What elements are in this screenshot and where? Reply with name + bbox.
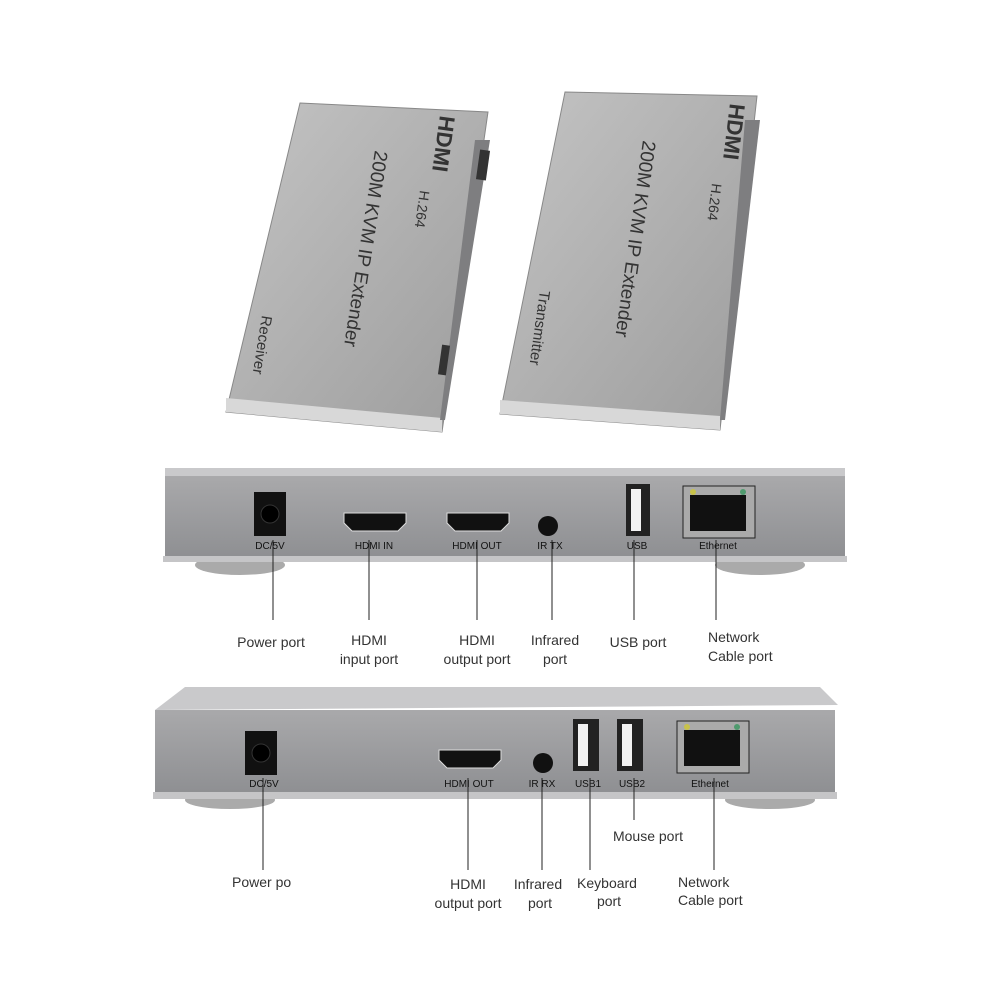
callout-usb: USB port — [610, 634, 667, 650]
usb1-port — [578, 724, 588, 766]
callout-hdmi-out: output port — [444, 651, 511, 667]
callout-power: Power po — [232, 874, 291, 890]
callout-network: Network — [678, 874, 730, 890]
callout-keyboard: Keyboard — [577, 875, 637, 891]
ir-jack — [533, 753, 553, 773]
ir-jack — [538, 516, 558, 536]
port-label: HDMI OUT — [444, 779, 493, 790]
callout-infrared: port — [528, 895, 552, 911]
port-label: USB — [627, 541, 648, 552]
callout-infrared: port — [543, 651, 567, 667]
receiver-unit: HDMI H.264 200M KVM IP Extender Receiver — [225, 102, 491, 433]
callout-keyboard: port — [597, 893, 621, 909]
port-label: USB1 — [575, 779, 602, 790]
callout-mouse: Mouse port — [613, 828, 683, 844]
callout-power: Power port — [237, 634, 305, 650]
port-label: HDMI IN — [355, 541, 393, 552]
port-label: DC/5V — [249, 779, 279, 790]
callout-infrared: Infrared — [531, 632, 579, 648]
callout-hdmi-out: HDMI — [450, 876, 486, 892]
callout-hdmi-in: input port — [340, 651, 398, 667]
usb-port — [631, 489, 641, 531]
callout-network: Network — [708, 629, 760, 645]
transmitter-unit: HDMI H.264 200M KVM IP Extender Transmit… — [499, 91, 760, 431]
hdmi-in-port — [343, 512, 407, 532]
port-label: IR TX — [537, 541, 563, 552]
port-label: DC/5V — [255, 541, 285, 552]
port-label: Ethernet — [691, 779, 729, 790]
callout-hdmi-in: HDMI — [351, 632, 387, 648]
panel-bottom: DC/5V HDMI OUT IR RX USB1 USB2 Ethernet … — [153, 687, 838, 911]
ethernet-port — [684, 730, 740, 766]
callout-network: Cable port — [678, 892, 743, 908]
hdmi-out-port — [438, 749, 502, 769]
port-label: Ethernet — [699, 541, 737, 552]
codec-label: H.264 — [704, 183, 724, 222]
hdmi-out-port — [446, 512, 510, 532]
usb2-port — [622, 724, 632, 766]
callout-infrared: Infrared — [514, 876, 562, 892]
port-label: USB2 — [619, 779, 646, 790]
ethernet-port — [690, 495, 746, 531]
callout-network: Cable port — [708, 648, 773, 664]
panel-top: DC/5V HDMI IN HDMI OUT IR TX USB Etherne… — [163, 468, 847, 667]
callout-hdmi-out: HDMI — [459, 632, 495, 648]
callout-hdmi-out: output port — [435, 895, 502, 911]
codec-label: H.264 — [412, 190, 433, 229]
